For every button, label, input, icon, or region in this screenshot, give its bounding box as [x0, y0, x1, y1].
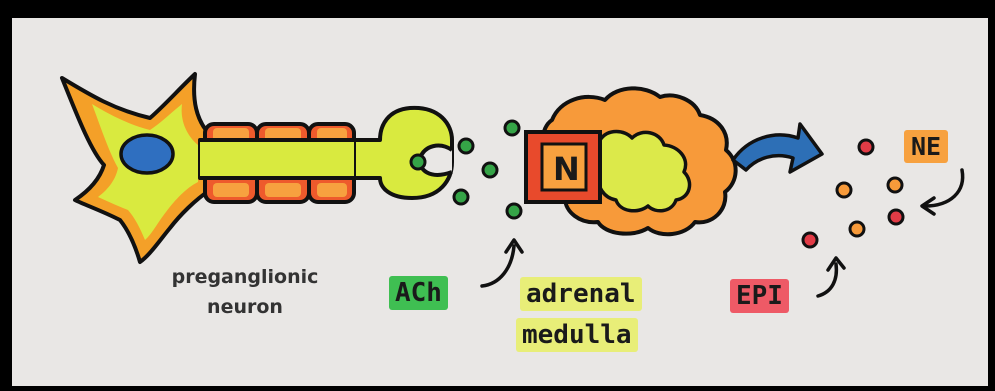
- ach-pointer-arrow-icon: [482, 246, 514, 286]
- secretion-arrow-icon: [733, 124, 822, 172]
- neuron-cell-body: [62, 74, 210, 262]
- epi-label: EPI: [730, 279, 789, 313]
- preganglionic-label-line2: neuron: [150, 292, 340, 322]
- preganglionic-label-line1: preganglionic: [150, 262, 340, 292]
- myelin-sheath: [200, 124, 380, 202]
- nucleus: [121, 135, 173, 173]
- preganglionic-neuron-label: preganglionic neuron: [150, 262, 340, 322]
- adrenal-label: adrenal: [520, 277, 642, 311]
- ach-label: ACh: [389, 276, 448, 310]
- ne-label: NE: [904, 130, 948, 163]
- medulla-label: medulla: [516, 318, 638, 352]
- receptor-label: N: [553, 150, 580, 188]
- ne-molecules: [837, 178, 902, 236]
